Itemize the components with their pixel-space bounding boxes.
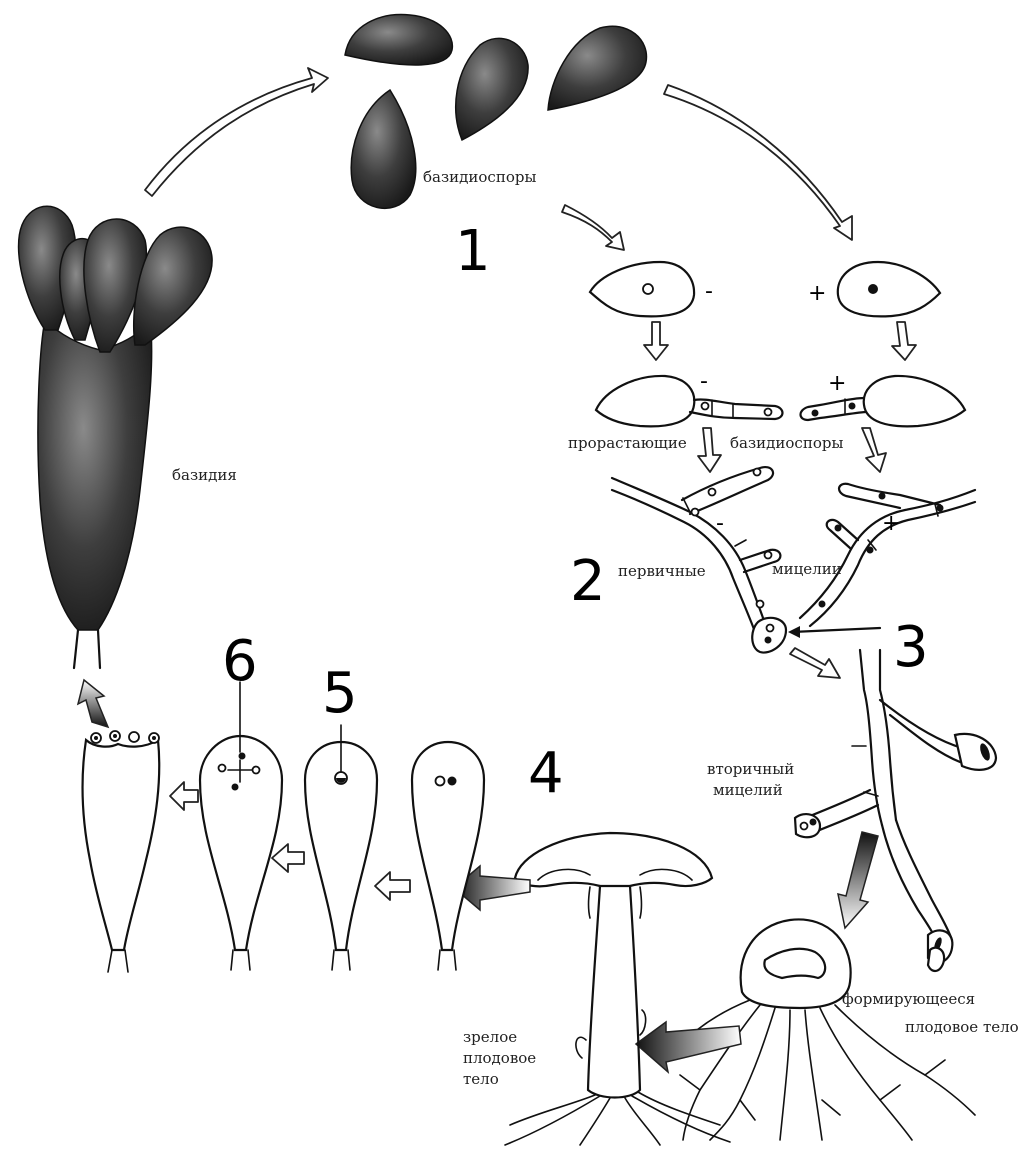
spore-2 [456,38,528,140]
sign-plus-spore: + [808,281,826,306]
arrow-minus-down [644,322,668,360]
arrow-stage6-to-7 [170,782,198,810]
arrow-spores-to-plus [664,85,852,240]
arrow-germ-minus-down [698,428,721,472]
step-number-5: 5 [322,661,358,726]
label-mature-1: зрелое [463,1028,517,1046]
step-number-4: 4 [528,741,564,806]
basidium-stalk [74,630,100,668]
germinating-spore-minus [596,376,783,426]
secondary-mycelium [795,650,996,971]
label-secondary-2: мицелий [713,781,783,799]
step-number-3: 3 [893,615,929,680]
germinating-spore-plus [801,376,966,426]
label-basidiospores-mid: базидиоспоры [730,434,843,452]
arrow-to-forming-body [838,832,878,928]
sign-minus-germ: - [700,369,708,394]
label-secondary-1: вторичный [707,760,794,778]
spore-plus [838,262,940,316]
arrow-spores-to-minus [562,205,624,250]
spore-3 [548,26,646,110]
basidium-body [38,320,152,630]
basidium-stage-4 [412,742,484,970]
arrow-plus-down [892,322,916,360]
arrow-to-secondary [790,648,840,678]
sign-plus-germ: + [828,371,846,396]
arrow-stage5-to-6 [272,844,304,872]
step-number-1: 1 [455,219,491,284]
label-primary: первичные [618,562,706,580]
arrow-stage4-to-5 [375,872,410,900]
basidium [19,206,213,668]
step-number-2: 2 [570,549,606,614]
label-forming-1: формирующееся [842,990,975,1008]
arrow-to-mature-body [636,1022,741,1072]
label-mycelia: мицелии [772,560,842,578]
arrow-basidium-to-spores [145,68,328,196]
basidium-stage-6 [200,682,282,970]
label-basidium: базидия [172,466,237,484]
label-mature-2: плодовое [463,1049,536,1067]
basidium-stage-7 [83,731,160,972]
sign-minus-spore: - [705,279,713,304]
spore-minus [590,262,694,316]
label-mature-3: тело [463,1070,499,1088]
spore-4 [351,90,415,208]
step-number-6: 6 [222,629,258,694]
spore-1 [345,15,452,65]
primary-mycelium-plus [800,484,975,626]
label-basidiospores-top: базидиоспоры [423,168,536,186]
sign-plus-mycelium: + [882,511,900,536]
arrow-germ-plus-down [862,428,886,472]
primary-mycelium-minus [612,467,780,632]
basidium-stage-5 [305,725,377,970]
sign-minus-mycelium: - [716,511,724,536]
label-forming-2: плодовое тело [905,1018,1019,1036]
arrow-to-basidium [78,680,108,727]
plasmogamy-cell [752,618,880,653]
label-germinating: прорастающие [568,434,687,452]
